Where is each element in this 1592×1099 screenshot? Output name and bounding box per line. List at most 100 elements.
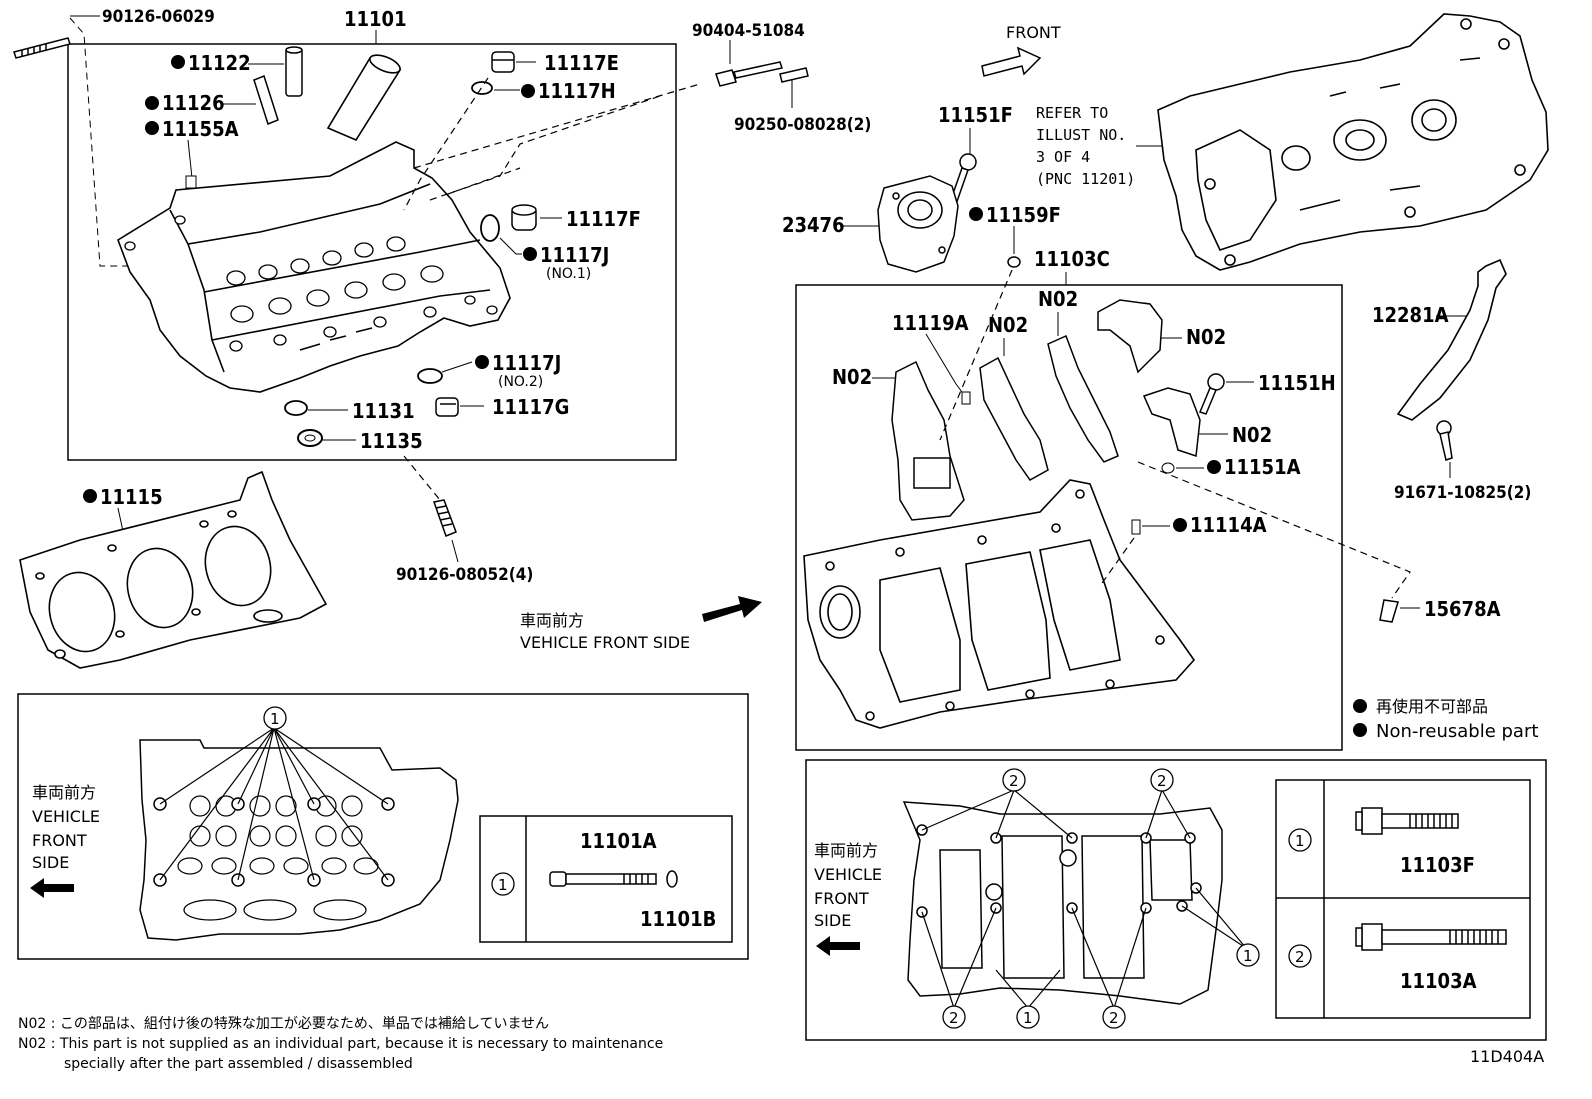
- callout-n02-d: N02: [1186, 325, 1226, 349]
- bolt-90404-51084: [715, 61, 783, 87]
- callout-11126: 11126: [162, 91, 225, 115]
- bolt-table-right: [1275, 779, 1531, 1019]
- callout-11101: 11101: [344, 7, 407, 31]
- callout-circle-2: [1002, 768, 1026, 792]
- callout-11117J-no1-note: (NO.1): [546, 266, 591, 282]
- callout-11117G: 11117G: [492, 395, 569, 419]
- left-arrow-icon-2: [816, 936, 860, 956]
- dowel-11119A: [961, 391, 971, 405]
- pin-90250-08028: [779, 67, 809, 83]
- crankcase-drawing: [803, 479, 1196, 729]
- washer-11101B: [666, 870, 678, 888]
- callout-circle-2: [1150, 768, 1174, 792]
- side-label-side: SIDE: [32, 853, 69, 872]
- side-label-front-2: FRONT: [814, 889, 869, 908]
- cylinder-head-top-view: [139, 739, 459, 941]
- timing-cover-drawing: [1157, 13, 1549, 271]
- non-reusable-dot: [1207, 460, 1221, 474]
- o-ring-11159F: [1007, 256, 1021, 268]
- table-circle-2: [1288, 944, 1312, 968]
- callout-11151A: 11151A: [1224, 455, 1301, 479]
- callout-circle-1-label: 1: [270, 710, 280, 728]
- callout-11151F: 11151F: [938, 103, 1013, 127]
- callout-11117F: 11117F: [566, 207, 641, 231]
- legend-jp: 再使用不可部品: [1376, 697, 1488, 716]
- callout-11117J-no1: 11117J: [540, 243, 609, 267]
- valve-guide-11122: [285, 46, 303, 97]
- dowel-11114A: [1131, 519, 1141, 535]
- callout-11155A: 11155A: [162, 117, 239, 141]
- callout-11101B: 11101B: [640, 907, 716, 931]
- left-arrow-icon: [30, 878, 74, 898]
- callout-circle-2-label: 2: [1109, 1009, 1119, 1027]
- table-circle-2-label: 2: [1295, 948, 1305, 966]
- refer-line-1: REFER TO: [1036, 104, 1108, 122]
- water-inlet-23476: [877, 175, 959, 273]
- callout-11117E: 11117E: [544, 51, 619, 75]
- vehicle-front-side-jp: 車両前方: [520, 611, 584, 630]
- callout-15678A: 15678A: [1424, 597, 1501, 621]
- seal-11135: [297, 429, 323, 447]
- plug-11117F: [511, 204, 537, 231]
- callout-12281A: 12281A: [1372, 303, 1449, 327]
- cylinder-head-frame: [67, 43, 677, 461]
- bolt-11103F: [1355, 807, 1459, 835]
- non-reusable-dot: [145, 121, 159, 135]
- side-label-jp-2: 車両前方: [814, 841, 878, 860]
- refer-line-2: ILLUST NO.: [1036, 126, 1126, 144]
- bolt-11101A: [549, 871, 657, 887]
- front-label: FRONT: [1006, 23, 1061, 42]
- vehicle-front-arrow-icon: [702, 596, 762, 622]
- callout-90404-51084: 90404-51084: [692, 21, 805, 41]
- gasket-11117H: [471, 81, 493, 95]
- callout-11115: 11115: [100, 485, 163, 509]
- callout-n02-a: N02: [832, 365, 872, 389]
- callout-90126-08052: 90126-08052(4): [396, 565, 533, 585]
- callout-90250-08028: 90250-08028(2): [734, 115, 871, 135]
- diagram-id: 11D404A: [1470, 1047, 1544, 1066]
- chain-guide-12281A: [1396, 258, 1507, 421]
- washer-11151A: [1161, 462, 1175, 474]
- callout-11103C: 11103C: [1034, 247, 1110, 271]
- callout-91671-10825: 91671-10825(2): [1394, 483, 1531, 503]
- callout-11119A: 11119A: [892, 311, 969, 335]
- bolt-11103A: [1355, 923, 1507, 951]
- table-circle-1: [491, 872, 515, 896]
- non-reusable-dot: [145, 96, 159, 110]
- assembly-guide-lines: [403, 77, 701, 501]
- callout-11117J-no2-note: (NO.2): [498, 374, 543, 390]
- side-label-side-2: SIDE: [814, 911, 851, 930]
- callout-circle-2: [1102, 1005, 1126, 1029]
- callout-circle-1: [1016, 1005, 1040, 1029]
- non-reusable-dot: [83, 489, 97, 503]
- footnote-en-1: N02 : This part is not supplied as an in…: [18, 1036, 663, 1052]
- valve-guide-11126: [253, 75, 279, 125]
- callout-11117J-no2: 11117J: [492, 351, 561, 375]
- leader-lines-1: [159, 727, 389, 881]
- bearing-caps-drawing: [891, 299, 1201, 521]
- leader-lines-2: [921, 789, 1247, 1009]
- callout-circle-1: [1236, 943, 1260, 967]
- bolt-91671-10825: [1436, 420, 1453, 461]
- callout-circle-1-label: 1: [1023, 1009, 1033, 1027]
- callout-circle-2-label: 2: [949, 1009, 959, 1027]
- legend-en: Non-reusable part: [1376, 721, 1538, 742]
- head-bolt-inset-frame: [17, 693, 749, 960]
- callout-circle-2: [942, 1005, 966, 1029]
- callout-11103F: 11103F: [1400, 853, 1475, 877]
- stud-90126-08052: [433, 499, 457, 537]
- stud-90126-06029: [13, 37, 71, 59]
- callout-11135: 11135: [360, 429, 423, 453]
- callout-11117H: 11117H: [538, 79, 616, 103]
- side-label-vehicle: VEHICLE: [32, 807, 100, 826]
- gasket-11131: [284, 400, 308, 416]
- non-reusable-dot: [969, 207, 983, 221]
- callout-11131: 11131: [352, 399, 415, 423]
- callout-11103A: 11103A: [1400, 969, 1477, 993]
- refer-line-3: 3 OF 4: [1036, 148, 1090, 166]
- vehicle-front-side-en: VEHICLE FRONT SIDE: [520, 633, 690, 652]
- side-label-jp: 車両前方: [32, 783, 96, 802]
- non-reusable-dot: [171, 55, 185, 69]
- plug-11117E: [491, 51, 515, 73]
- legend-dot: [1353, 699, 1367, 713]
